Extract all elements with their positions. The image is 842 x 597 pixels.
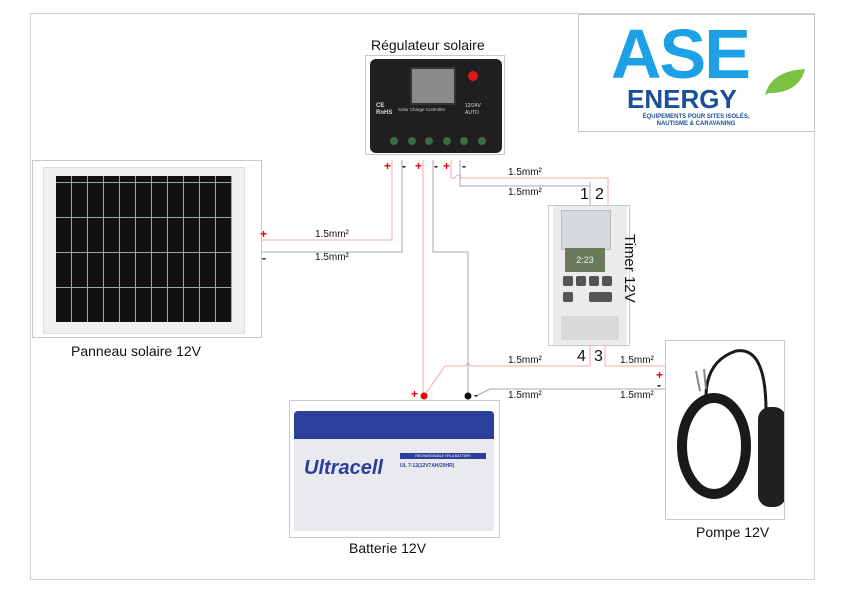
terminal-4: 4 xyxy=(577,348,586,365)
timer-image: 2:23 xyxy=(548,205,630,346)
wire-label-bat-neg: 1.5mm² xyxy=(508,390,542,401)
ce-mark: CE xyxy=(376,103,385,109)
battery-label: Batterie 12V xyxy=(349,540,427,556)
logo-tagline-1: ÉQUIPEMENTS POUR SITES ISOLÉS, xyxy=(642,114,750,120)
rohs-mark: RoHS xyxy=(376,110,393,116)
reg-pv-plus: + xyxy=(384,159,392,173)
reg-load-minus: - xyxy=(462,159,466,173)
reg-pv-minus: - xyxy=(402,159,406,173)
pump-drawing xyxy=(677,349,784,507)
regulator-image: CE RoHS Solar Charge Controller 12/24V A… xyxy=(365,55,505,155)
timer-label: Timer 12V xyxy=(621,234,638,303)
panel-plus: + xyxy=(260,227,268,241)
battery-negative-node xyxy=(464,392,472,400)
wire-label-panel-pos: 1.5mm² xyxy=(315,229,349,240)
wire-timer4-battery xyxy=(423,345,591,397)
regulator-model: Solar Charge Controller xyxy=(398,107,446,112)
regulator-label: Régulateur solaire xyxy=(371,37,485,53)
battery-minus: - xyxy=(474,388,478,402)
regulator-terminals xyxy=(390,137,486,145)
wire-load-positive-timer xyxy=(450,160,609,205)
wire-panel-positive xyxy=(262,160,393,241)
battery-plus: + xyxy=(411,387,419,401)
pump-image xyxy=(665,340,785,520)
reg-bat-plus: + xyxy=(415,159,423,173)
pump-plus: + xyxy=(656,368,664,382)
battery-band: RECHARGEABLE VRLA BATTERY xyxy=(400,453,486,459)
regulator-lcd xyxy=(410,67,456,105)
logo-brand: ASE xyxy=(611,15,751,93)
wire-timer3-pump xyxy=(604,345,665,367)
leaf-icon xyxy=(765,69,805,95)
wire-label-load-pos: 1.5mm² xyxy=(508,167,542,178)
battery-model: UL 7-12(12V7AH/20HR) xyxy=(400,463,455,469)
diagram-frame xyxy=(30,13,815,580)
wire-battery-pump-negative xyxy=(475,388,665,397)
wire-label-panel-neg: 1.5mm² xyxy=(315,252,349,263)
logo-tagline-2: NAUTISME & CARAVANING xyxy=(656,121,736,127)
terminal-2: 2 xyxy=(595,186,604,203)
battery-brand: Ultracell xyxy=(304,457,383,479)
ase-energy-logo: ASE ENERGY ÉQUIPEMENTS POUR SITES ISOLÉS… xyxy=(578,14,815,132)
reg-load-plus: + xyxy=(443,159,451,173)
timer-display: 2:23 xyxy=(565,248,605,272)
pump-minus: - xyxy=(657,378,661,392)
wire-battery-negative xyxy=(432,160,469,396)
wire-panel-negative xyxy=(262,160,403,253)
terminal-1: 1 xyxy=(580,186,589,203)
wire-label-timer3: 1.5mm² xyxy=(620,355,654,366)
regulator-mode: AUTO xyxy=(465,110,479,116)
regulator-body: CE RoHS Solar Charge Controller 12/24V A… xyxy=(370,59,502,153)
pump-label: Pompe 12V xyxy=(696,524,770,540)
panel-minus: - xyxy=(262,251,266,265)
reg-bat-minus: - xyxy=(434,159,438,173)
timer-buttons xyxy=(563,276,615,304)
logo-sub: ENERGY xyxy=(627,84,737,114)
regulator-voltage: 12/24V xyxy=(465,103,481,109)
solar-cells xyxy=(56,176,232,322)
wire-label-pump-neg: 1.5mm² xyxy=(620,390,654,401)
terminal-3: 3 xyxy=(594,348,603,365)
wire-label-timer4: 1.5mm² xyxy=(508,355,542,366)
battery-positive-node xyxy=(420,392,428,400)
panel-label: Panneau solaire 12V xyxy=(71,343,201,359)
battery-image: Ultracell RECHARGEABLE VRLA BATTERY UL 7… xyxy=(289,400,500,538)
regulator-button xyxy=(468,71,478,81)
solar-panel-image xyxy=(32,160,262,338)
wire-label-load-neg: 1.5mm² xyxy=(508,187,542,198)
